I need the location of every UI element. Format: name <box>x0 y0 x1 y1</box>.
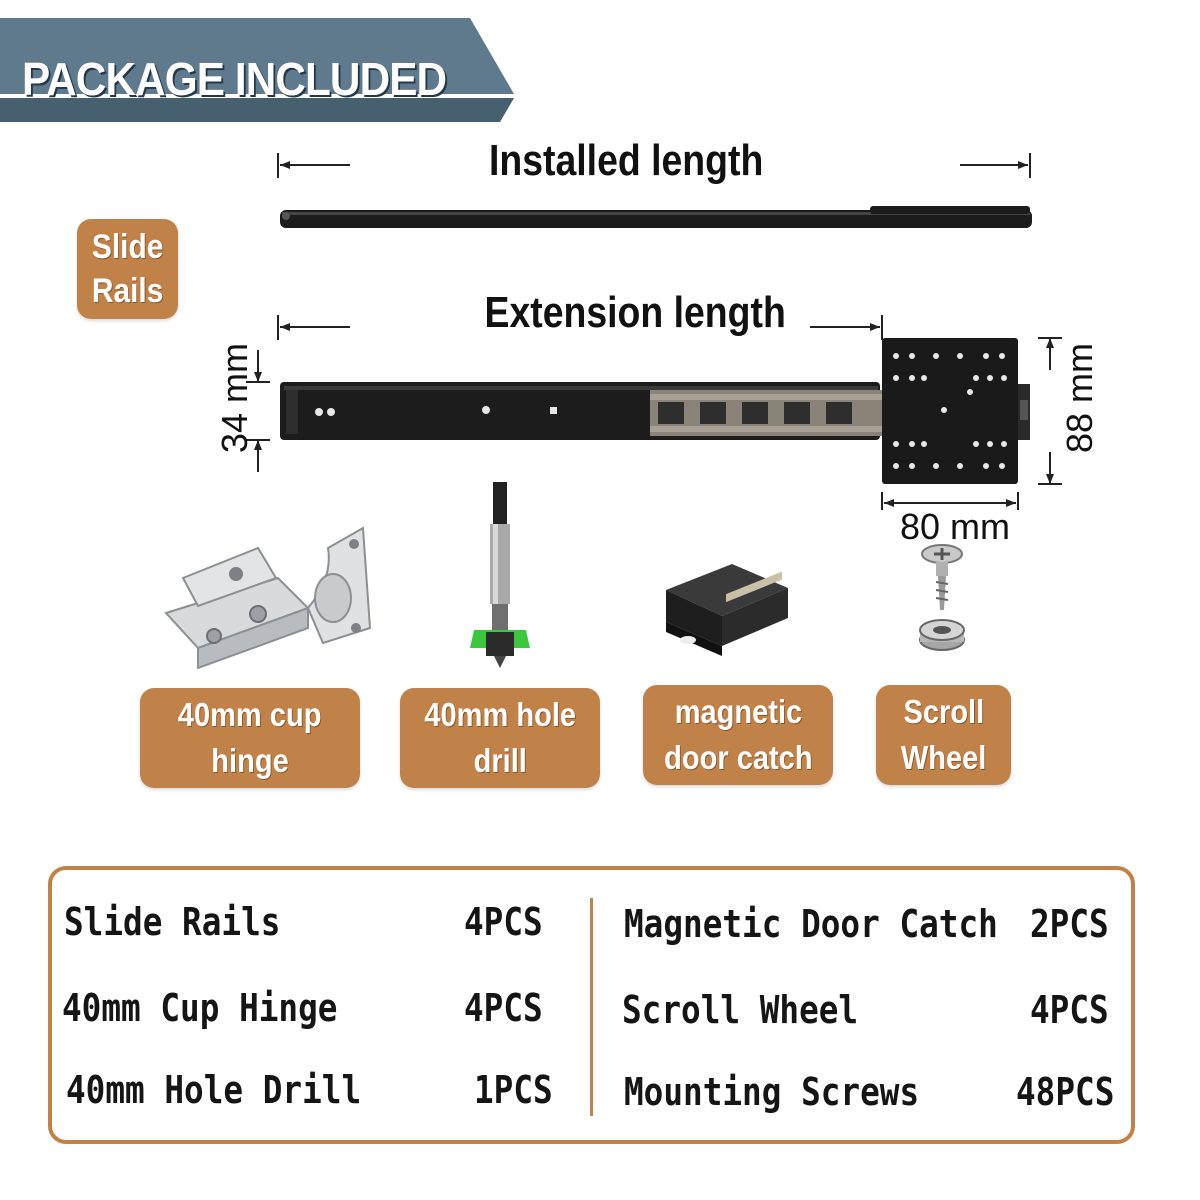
magnetic-catch-icon <box>666 564 788 656</box>
hole-drill-icon <box>470 482 530 668</box>
summary-item-name: Scroll Wheel <box>622 988 859 1032</box>
summary-item-name: 40mm Hole Drill <box>66 1068 362 1112</box>
magnetic-catch-tag-line2: door catch <box>663 739 813 776</box>
summary-item-name: 40mm Cup Hinge <box>62 986 338 1030</box>
slide-rails-tag-line2: Rails <box>91 272 164 310</box>
hole-drill-tag-line1: 40mm hole <box>424 696 576 733</box>
scroll-wheel-tag-line2: Wheel <box>900 739 987 776</box>
plate-width-dimension: 80 mm <box>900 506 1011 547</box>
scroll-wheel-tag-line1: Scroll <box>903 693 984 730</box>
banner-ribbon-shape <box>0 18 514 122</box>
summary-item-name: Slide Rails <box>64 900 281 944</box>
rail-height-dimension: 34 mm <box>214 342 255 453</box>
extended-rail-figure <box>246 315 1062 510</box>
cup-hinge-tag: 40mm cup hinge <box>140 688 360 788</box>
summary-divider <box>590 898 593 1116</box>
slide-rails-tag-line1: Slide <box>91 228 164 266</box>
package-banner: PACKAGE INCLUDED <box>0 18 520 122</box>
scroll-wheel-icon <box>919 544 965 651</box>
extension-length-label: Extension length <box>484 288 786 337</box>
installed-length-label: Installed length <box>489 136 764 185</box>
summary-item-qty: 4PCS <box>464 900 543 944</box>
summary-item-name: Magnetic Door Catch <box>624 902 998 946</box>
slide-rails-tag: Slide Rails <box>77 219 178 319</box>
summary-item-qty: 48PCS <box>1016 1070 1115 1114</box>
cup-hinge-icon <box>164 526 372 670</box>
summary-item-qty: 4PCS <box>464 986 543 1030</box>
summary-item-name: Mounting Screws <box>624 1070 920 1114</box>
banner-title: PACKAGE INCLUDED <box>22 53 447 105</box>
hole-drill-tag-line2: drill <box>473 742 527 779</box>
installed-rail-figure <box>277 153 1032 228</box>
magnetic-catch-tag: magnetic door catch <box>643 685 833 785</box>
cup-hinge-tag-line1: 40mm cup <box>178 696 322 733</box>
summary-item-qty: 4PCS <box>1030 988 1109 1032</box>
magnetic-catch-tag-line1: magnetic <box>674 693 802 730</box>
summary-item-qty: 2PCS <box>1030 902 1109 946</box>
plate-height-dimension: 88 mm <box>1059 342 1100 453</box>
summary-item-qty: 1PCS <box>474 1068 553 1112</box>
cup-hinge-tag-line2: hinge <box>211 742 289 779</box>
hole-drill-tag: 40mm hole drill <box>400 688 600 788</box>
scroll-wheel-tag: Scroll Wheel <box>876 685 1011 785</box>
